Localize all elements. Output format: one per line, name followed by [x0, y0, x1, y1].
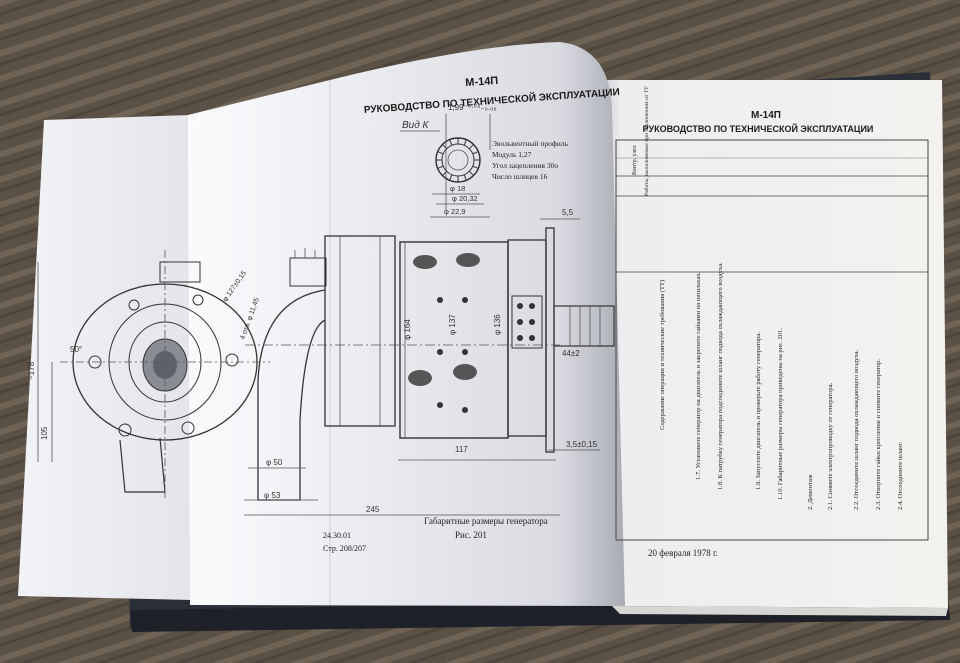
page-date: 20 февраля 1978 г. [648, 548, 718, 558]
col-header-control: Контр. узел [632, 145, 638, 175]
dim-d245: 245 [366, 505, 380, 514]
dim-d44: 44±2 [562, 349, 580, 358]
right-header-model: М-14П [751, 110, 781, 121]
gear-tooth [437, 165, 444, 169]
operation-item: 2.3. Отверните гайки крепления и снимите… [875, 359, 882, 510]
col-header-content: Содержание операции и технические требов… [659, 280, 666, 430]
spline-gear-drawing [435, 137, 481, 183]
note-line: Эвольвентный профиль [492, 139, 568, 148]
dim-50deg: 50° [70, 345, 82, 354]
gear-tooth [463, 174, 467, 181]
gear-tooth [472, 165, 479, 169]
operation-item: 2.1. Снимите электропроводку от генерато… [827, 382, 834, 510]
figure-number: Рис. 201 [455, 530, 487, 540]
dim-d178: ~178 [27, 361, 36, 380]
note-line: Угол зацепления 30о [492, 161, 558, 170]
doc-code: 24.30.01 [323, 531, 351, 540]
view-label: Вид К [402, 120, 430, 131]
dim-d164: φ 164 [403, 319, 412, 340]
dim-d50: φ 50 [266, 458, 283, 467]
operation-item: 1.9. Запустите двигатель и проверьте раб… [755, 332, 762, 490]
right-page [600, 80, 948, 608]
dim-d55: 5,5 [562, 208, 574, 217]
generator-front-view [37, 250, 270, 500]
operation-item: 1.8. К патрубку генератора подсоедините … [717, 262, 724, 490]
drawing-page [188, 42, 625, 606]
gear-tooth [463, 139, 467, 146]
col-header-deviations: Работы, выполняемые при отклонениях от Т… [643, 86, 650, 196]
operation-item: 2.2. Отсоедините шланг подвода охлаждающ… [853, 349, 860, 510]
page-ref: Стр. 208/207 [323, 544, 366, 553]
operation-item: 1.10. Габаритные размеры генератора прив… [777, 328, 784, 500]
gear-tooth [468, 170, 474, 176]
operation-item: 1.7. Установите генератор на двигатель и… [695, 271, 702, 480]
right-header-title: РУКОВОДСТВО ПО ТЕХНИЧЕСКОЙ ЭКСПЛУАТАЦИИ [643, 123, 874, 134]
dim-d136: φ 136 [493, 314, 502, 335]
dim-d117: 117 [455, 445, 468, 454]
gear-tooth [437, 151, 444, 155]
gear-tooth [442, 144, 448, 150]
dim-d105: 105 [40, 426, 49, 440]
gear-tooth [468, 144, 474, 150]
note-line: Модуль 1,27 [492, 150, 532, 159]
figure-caption: Габаритные размеры генератора [424, 516, 548, 526]
gear-tooth [449, 174, 453, 181]
operation-items: 1.7. Установите генератор на двигатель и… [695, 262, 904, 510]
dim-d229: φ 22,9 [444, 207, 466, 216]
operation-item: 2. Демонтаж [807, 474, 814, 510]
profile-notes: Эвольвентный профиль Модуль 1,27 Угол за… [492, 139, 568, 181]
tolerance-label: 1,99⁻⁰·⁰⁴₋₀.₀₈ [448, 103, 497, 112]
page-stack [612, 606, 948, 616]
dim-d18: φ 18 [450, 184, 465, 193]
left-header-model: М-14П [465, 75, 499, 89]
note-line: Число шлицев 16 [492, 172, 548, 181]
gear-tooth [442, 170, 448, 176]
generator-side-view [245, 227, 615, 501]
dim-d35: 3,5±0,15 [566, 440, 598, 449]
operations-table [615, 139, 929, 541]
dim-d53: φ 53 [264, 491, 281, 500]
gear-tooth [472, 151, 479, 155]
operation-item: 2.4. Отсоедините шланг. [897, 441, 904, 510]
foldout-sheet [18, 115, 192, 600]
gear-tooth [449, 139, 453, 146]
dim-d2032: φ 20,32 [452, 194, 478, 203]
dim-d137: φ 137 [448, 314, 457, 335]
